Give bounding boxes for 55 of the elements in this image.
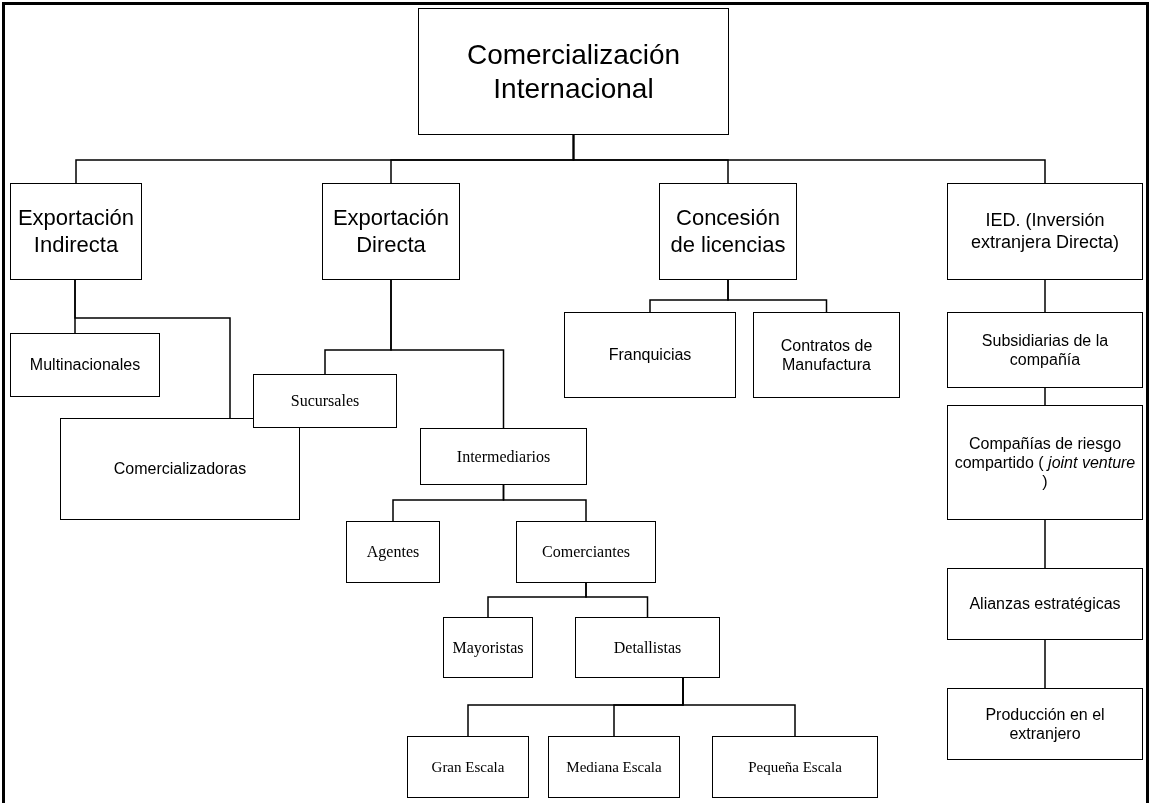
box-label: Pequeña Escala <box>748 758 842 776</box>
org-box <box>712 736 878 798</box>
box-label: Comerciantes <box>542 542 630 562</box>
org-box <box>418 8 729 135</box>
connector-line <box>1044 639 1046 689</box>
box-label: Alianzas estratégicas <box>969 594 1121 614</box>
connector-line <box>1044 387 1046 406</box>
org-box <box>659 183 797 280</box>
box-label: Sucursales <box>290 391 360 411</box>
box-label: Comercialización Internacional <box>465 37 682 106</box>
connector-line <box>74 279 231 419</box>
org-box <box>10 333 160 397</box>
box-label: Multinacionales <box>29 355 141 375</box>
box-label: Mediana Escala <box>566 758 662 776</box>
connector-line <box>502 484 587 522</box>
org-box <box>346 521 440 583</box>
connector-line <box>1044 279 1046 313</box>
org-box <box>548 736 680 798</box>
org-box <box>947 183 1143 280</box>
box-label: Mayoristas <box>452 637 524 658</box>
org-box <box>60 418 300 520</box>
box-label: Compañías de riesgo compartido ( joint venture ) <box>954 433 1136 492</box>
org-box <box>947 312 1143 388</box>
org-box <box>407 736 529 798</box>
org-box <box>753 312 900 398</box>
connector-line <box>572 134 1046 184</box>
org-box <box>947 688 1143 760</box>
box-label: IED. (Inversión extranjera Directa) <box>969 209 1121 254</box>
org-box <box>575 617 720 678</box>
org-box <box>420 428 587 485</box>
org-box <box>322 183 460 280</box>
connector-line <box>682 677 796 737</box>
org-box <box>516 521 656 583</box>
connector-line <box>390 279 505 429</box>
connector-line <box>727 279 828 313</box>
box-label: Exportación Indirecta <box>17 205 135 258</box>
box-label: Contratos de Manufactura <box>779 335 874 375</box>
box-label: Agentes <box>366 542 420 562</box>
box-label: Comercializadoras <box>113 459 247 479</box>
org-box <box>253 374 397 428</box>
org-box <box>443 617 533 678</box>
box-label: Exportación Directa <box>331 205 451 258</box>
org-box <box>564 312 736 398</box>
connector-line <box>585 582 649 618</box>
connector-line <box>1044 519 1046 569</box>
box-label: Detallistas <box>613 637 682 658</box>
box-label: Intermediarios <box>456 446 551 467</box>
box-label: Producción en el extranjero <box>984 704 1106 744</box>
box-label: Subsidiarias de la compañía <box>980 330 1110 370</box>
box-label: Concesión de licencias <box>669 205 787 258</box>
box-label: Franquicias <box>608 345 692 365</box>
box-label: Gran Escala <box>431 758 505 776</box>
org-box <box>10 183 142 280</box>
org-box <box>947 568 1143 640</box>
org-box <box>947 405 1143 520</box>
